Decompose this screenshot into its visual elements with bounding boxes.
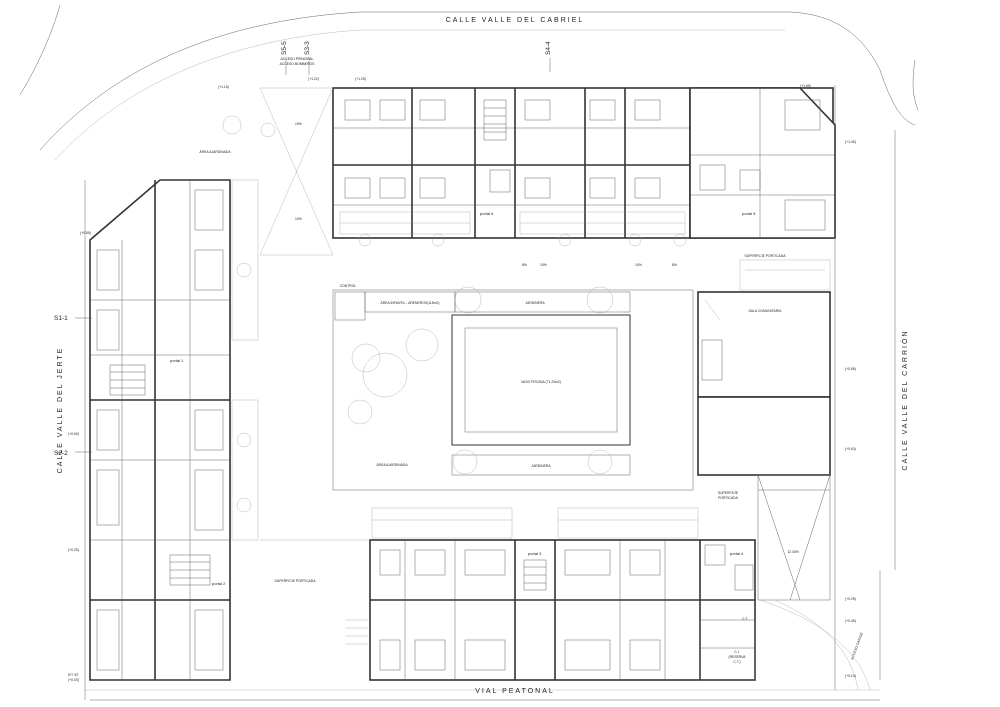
- label-jardinera-bottom: JARDINERA: [531, 464, 551, 468]
- slope-2: 10%: [295, 217, 302, 221]
- level-122: (+1.22): [308, 77, 319, 81]
- level-000: (+0.00): [68, 678, 79, 682]
- level-063: (+0.63): [845, 447, 856, 451]
- level-010: (+0.10): [845, 674, 856, 678]
- level-045: (+0.45): [845, 619, 856, 623]
- label-sala-comunitaria: SALA COMUNITARIA: [749, 309, 783, 313]
- slope-5: 8%: [522, 263, 527, 267]
- label-superficie-e2: PORTICADA: [718, 496, 738, 500]
- label-ramp-slope: 12.34%: [787, 550, 799, 554]
- level-125: (+1.25): [355, 77, 366, 81]
- level-116: (+1.16): [218, 85, 229, 89]
- level-145: (+1.45): [845, 140, 856, 144]
- label-ct-reserva-2: (RESERVA: [728, 655, 746, 659]
- label-portal-1: portal 1: [170, 358, 184, 363]
- slope-1: 10%: [295, 122, 302, 126]
- label-control: CONTROL: [340, 284, 357, 288]
- label-jardinera-top: JARDINERA: [525, 301, 545, 305]
- label-superficie-porticada-sw: SUPERFICIE PORTICADA: [274, 579, 316, 583]
- label-portal-4: portal 4: [730, 551, 744, 556]
- label-area-infantil: ÁREA INFANTIL - ARENEROS(115m2): [381, 301, 440, 305]
- street-north: CALLE VALLE DEL CABRIEL: [446, 17, 585, 24]
- slope-4: 10%: [635, 263, 642, 267]
- north-building: [332, 87, 836, 247]
- label-acceso-principal: ACCESO PRINCIPAL: [281, 57, 314, 61]
- level-elevation: 577.67: [68, 673, 78, 677]
- level-165: (+1.65): [800, 84, 811, 88]
- label-portal-5: portal 5: [742, 211, 756, 216]
- label-acceso-garaje: ACCESO GARAJE: [850, 631, 864, 660]
- label-superficie-porticada-ne: SUPERFICIE PORTICADA: [744, 254, 786, 258]
- label-ct-reserva-1: C.I.: [734, 650, 739, 654]
- label-portal-2: portal 2: [212, 581, 226, 586]
- section-s5-5: S5-5: [281, 41, 288, 55]
- label-portal-6: portal 6: [480, 211, 494, 216]
- label-portal-3: portal 3: [528, 551, 542, 556]
- slope-6: 8%: [672, 263, 677, 267]
- street-west: CALLE VALLE DEL JERTE: [57, 347, 64, 474]
- street-east: CALLE VALLE DEL CARRIÓN: [900, 330, 909, 471]
- site-boundary: [19, 4, 919, 701]
- section-s4-4: S4-4: [545, 41, 552, 55]
- section-s1-1: S1-1: [54, 315, 68, 322]
- section-s2-2: S2-2: [54, 450, 68, 457]
- level-025: (+0.25): [68, 548, 79, 552]
- east-building: [697, 259, 871, 691]
- label-area-ajardinada-center: ÁREA AJARDINADA: [376, 463, 408, 467]
- courtyard: [222, 87, 694, 541]
- level-025-east: (+0.25): [845, 597, 856, 601]
- west-building: [89, 179, 259, 681]
- label-superficie-e1: SUPERFICIE: [718, 491, 739, 495]
- street-south: VIAL PEATONAL: [475, 688, 555, 695]
- level-060: (+0.60): [68, 432, 79, 436]
- label-ct: C.T.: [742, 617, 748, 621]
- south-building: [345, 507, 756, 681]
- label-ct-reserva-3: C.T.): [733, 660, 740, 664]
- level-085: (+0.85): [80, 231, 91, 235]
- level-085-east: (+0.85): [845, 367, 856, 371]
- label-vaso-piscina: VASO PISCINA (71.23m2): [521, 380, 561, 384]
- section-s3-3: S3-3: [304, 41, 311, 55]
- label-area-ajardinada-nw: ÁREA AJARDINADA: [199, 150, 231, 154]
- slope-3: 10%: [540, 263, 547, 267]
- label-acceso-bomberos: ACCESO BOMBEROS: [280, 62, 316, 66]
